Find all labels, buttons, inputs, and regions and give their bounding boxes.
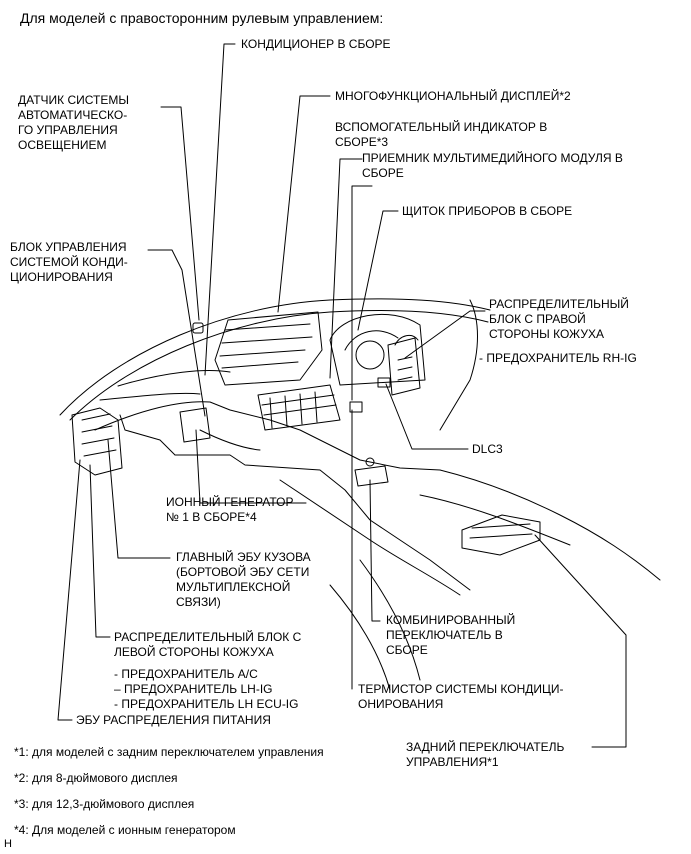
label-ac-control: БЛОК УПРАВЛЕНИЯ СИСТЕМОЙ КОНДИ- ЦИОНИРОВ… [10, 240, 128, 284]
combo-switch-shape [354, 457, 389, 487]
label-thermistor: ТЕРМИСТОР СИСТЕМЫ КОНДИЦИ- ОНИРОВАНИЯ [358, 682, 564, 711]
label-media-receiver: ПРИЕМНИК МУЛЬТИМЕДИЙНОГО МОДУЛЯ В СБОРЕ [362, 151, 623, 180]
main-body-ecu-shape [71, 407, 123, 476]
label-ion-generator: ИОННЫЙ ГЕНЕРАТОР № 1 В СБОРЕ*4 [166, 495, 294, 524]
label-rh-fuse: - ПРЕДОХРАНИТЕЛЬ RH-IG [479, 351, 637, 365]
label-power-ecu: ЭБУ РАСПРЕДЕЛЕНИЯ ПИТАНИЯ [76, 713, 271, 727]
label-light-sensor: ДАТЧИК СИСТЕМЫ АВТОМАТИЧЕСКО- ГО УПРАВЛЕ… [18, 93, 129, 152]
label-multi-display: МНОГОФУНКЦИОНАЛЬНЫЙ ДИСПЛЕЙ*2 [335, 89, 571, 103]
label-main-body-ecu: ГЛАВНЫЙ ЭБУ КУЗОВА (БОРТОВОЙ ЭБУ СЕТИ МУ… [176, 550, 311, 609]
footnote-4: *4: Для моделей с ионным генератором [14, 823, 236, 837]
label-combo-switch: КОМБИНИРОВАННЫЙ ПЕРЕКЛЮЧАТЕЛЬ В СБОРЕ [386, 613, 516, 657]
dashboard-outline [59, 298, 661, 691]
label-lh-junction: РАСПРЕДЕЛИТЕЛЬНЫЙ БЛОК С ЛЕВОЙ СТОРОНЫ К… [114, 630, 302, 659]
label-lh-fuses: - ПРЕДОХРАНИТЕЛЬ A/C – ПРЕДОХРАНИТЕЛЬ LH… [114, 667, 299, 711]
label-rear-switch: ЗАДНИЙ ПЕРЕКЛЮЧАТЕЛЬ УПРАВЛЕНИЯ*1 [406, 740, 565, 769]
leader-lines [57, 43, 627, 748]
label-dlc3: DLC3 [472, 442, 503, 456]
instrument-cluster-shape [329, 313, 426, 386]
figure-code: H [4, 838, 12, 850]
footnote-2: *2: для 8-дюймового дисплея [14, 771, 178, 785]
page-title: Для моделей с правосторонним рулевым упр… [20, 10, 384, 26]
ion-generator-shape [179, 407, 211, 443]
rear-switch-shape [461, 514, 541, 556]
label-rh-junction: РАСПРЕДЕЛИТЕЛЬНЫЙ БЛОК С ПРАВОЙ СТОРОНЫ … [489, 297, 629, 341]
footnote-3: *3: для 12,3-дюймового дисплея [14, 797, 195, 811]
label-ac-assembly: КОНДИЦИОНЕР В СБОРЕ [241, 37, 391, 51]
dlc3-shape [349, 377, 391, 413]
rh-junction-shape [387, 337, 421, 396]
ac-control-shape [257, 384, 341, 431]
light-sensor-shape [192, 322, 204, 334]
label-instrument-cluster: ЩИТОК ПРИБОРОВ В СБОРЕ [402, 204, 573, 218]
multi-display-shape [214, 311, 323, 386]
footnote-1: *1: для моделей с задним переключателем … [14, 745, 324, 759]
label-aux-indicator: ВСПОМОГАТЕЛЬНЫЙ ИНДИКАТОР В СБОРЕ*3 [335, 120, 548, 149]
